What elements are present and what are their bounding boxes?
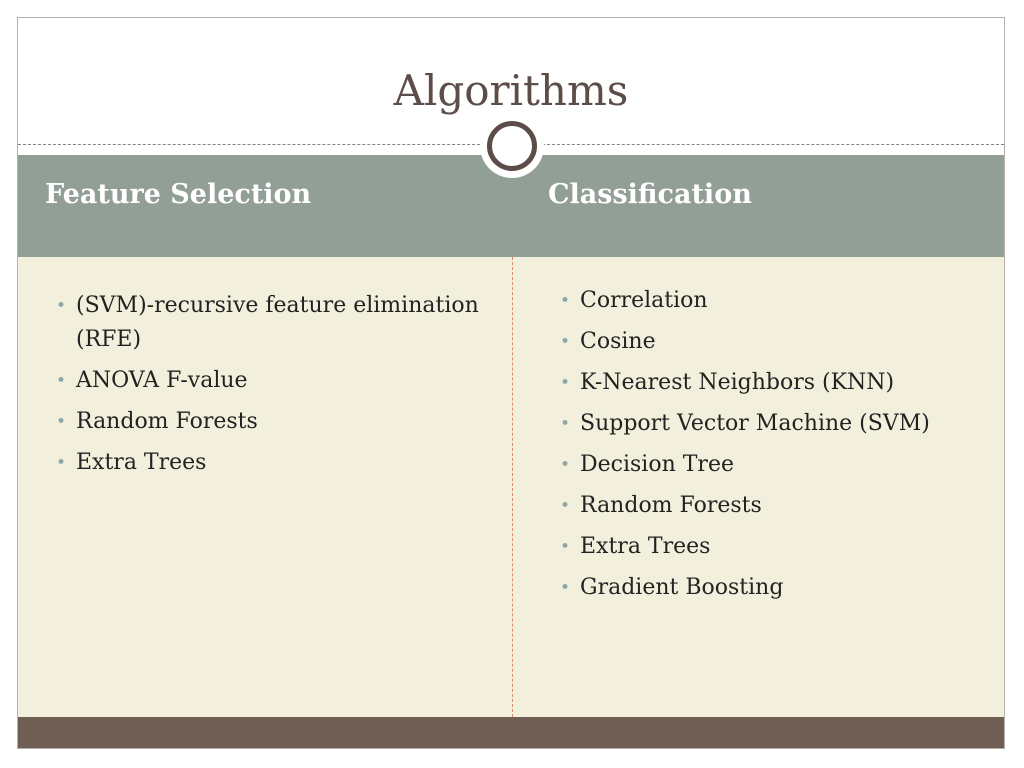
feature-selection-heading: Feature Selection (45, 179, 312, 210)
list-item: • Random Forests (54, 405, 494, 439)
circle-ornament-icon (480, 114, 544, 178)
list-item-text: Extra Trees (76, 450, 207, 475)
list-item: • (SVM)-recursive feature elimination (RF… (54, 289, 494, 357)
list-item: • Gradient Boosting (558, 571, 998, 605)
list-item-text: Random Forests (76, 409, 258, 434)
list-item: • Cosine (558, 325, 998, 359)
column-divider (512, 257, 513, 717)
list-item-text: Decision Tree (580, 452, 734, 477)
list-item: • Correlation (558, 284, 998, 318)
list-item-text: Support Vector Machine (SVM) (580, 411, 930, 436)
list-item-text: Random Forests (580, 493, 762, 518)
bullet-icon: • (560, 373, 571, 393)
list-item-text: K-Nearest Neighbors (KNN) (580, 370, 895, 395)
bullet-icon: • (56, 296, 67, 316)
bullet-icon: • (560, 414, 571, 434)
content-area: • (SVM)-recursive feature elimination (RF… (18, 257, 1004, 717)
list-item: • Random Forests (558, 489, 998, 523)
feature-selection-list: • (SVM)-recursive feature elimination (RF… (54, 289, 494, 487)
slide: Algorithms Feature Selection Classificat… (17, 17, 1005, 749)
bullet-icon: • (56, 371, 67, 391)
list-item: • Extra Trees (54, 446, 494, 480)
classification-heading: Classification (548, 179, 752, 210)
list-item-text: (SVM)-recursive feature elimination (RFE… (76, 293, 479, 352)
circle-ornament-ring (487, 121, 537, 171)
list-item-text: Cosine (580, 329, 656, 354)
list-item: • K-Nearest Neighbors (KNN) (558, 366, 998, 400)
list-item: • Extra Trees (558, 530, 998, 564)
bullet-icon: • (560, 332, 571, 352)
list-item: • Decision Tree (558, 448, 998, 482)
classification-list: • Correlation • Cosine • K-Nearest Neighbor… (558, 284, 998, 612)
list-item-text: Extra Trees (580, 534, 711, 559)
column-header-band: Feature Selection Classification (18, 155, 1004, 257)
list-item-text: ANOVA F-value (76, 368, 248, 393)
slide-title: Algorithms (393, 66, 629, 115)
bullet-icon: • (560, 496, 571, 516)
bullet-icon: • (560, 537, 571, 557)
list-item-text: Gradient Boosting (580, 575, 784, 600)
bullet-icon: • (560, 455, 571, 475)
bullet-icon: • (560, 291, 571, 311)
footer-band (18, 717, 1004, 748)
bullet-icon: • (56, 453, 67, 473)
list-item-text: Correlation (580, 288, 708, 313)
list-item: • ANOVA F-value (54, 364, 494, 398)
bullet-icon: • (560, 578, 571, 598)
bullet-icon: • (56, 412, 67, 432)
list-item: • Support Vector Machine (SVM) (558, 407, 998, 441)
